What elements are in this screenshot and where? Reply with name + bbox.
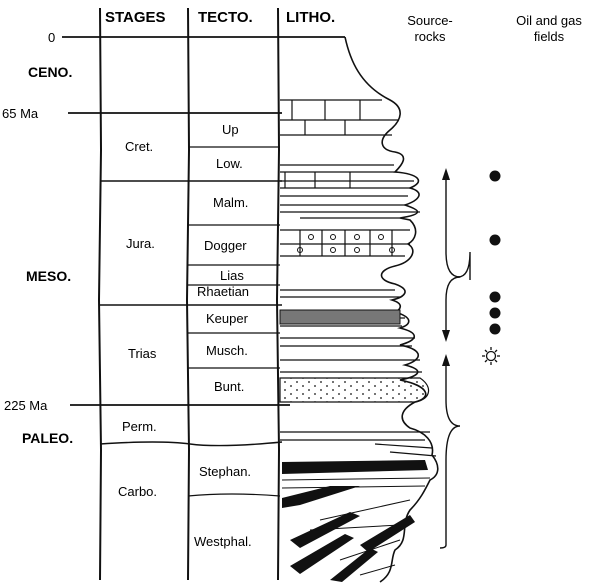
tecto-dogger: Dogger: [204, 238, 247, 253]
era-paleo: PALEO.: [22, 430, 74, 446]
source-rock-brackets: [439, 173, 471, 549]
stage-boundaries: [99, 180, 283, 447]
filled-dot-icon: [489, 234, 501, 246]
tecto-stephan: Stephan.: [199, 464, 252, 479]
oil-field-dots: [489, 170, 501, 335]
header-source-rocks-2: rocks: [414, 29, 446, 44]
stage-carbo: Carbo.: [118, 484, 158, 499]
header-source-rocks-1: Source-: [407, 13, 453, 28]
sun-icon: [482, 347, 500, 365]
tecto-boundaries: [187, 146, 281, 497]
buntsandstein-sand: [279, 377, 430, 403]
header-oil-gas-1: Oil and gas: [516, 13, 582, 28]
coal-seams: [282, 460, 428, 582]
stage-trias: Trias: [128, 346, 157, 361]
keuper-band: [279, 309, 401, 325]
header-tecto: TECTO.: [198, 9, 253, 26]
dogger-oolites: [297, 234, 395, 253]
age-lines: [62, 36, 345, 406]
tecto-bunt: Bunt.: [214, 379, 245, 394]
stage-jura: Jura.: [126, 236, 155, 251]
header-oil-gas-2: fields: [533, 29, 565, 44]
source-rock-arrows: [442, 168, 450, 366]
filled-dot-icon: [489, 307, 501, 319]
carbo-lines: [281, 477, 431, 576]
era-meso: MESO.: [26, 268, 72, 284]
tecto-westphal: Westphal.: [194, 534, 252, 549]
column-lines: [97, 7, 281, 581]
tecto-musch: Musch.: [206, 343, 248, 358]
tecto-keuper: Keuper: [206, 311, 248, 326]
filled-dot-icon: [489, 291, 501, 303]
tecto-low: Low.: [216, 156, 243, 171]
tecto-lias: Lias: [220, 268, 244, 283]
age-65: 65 Ma: [2, 106, 39, 121]
stage-perm: Perm.: [122, 419, 157, 434]
age-zero: 0: [48, 30, 56, 45]
lithology-internal-lines: [280, 99, 437, 457]
filled-dot-icon: [489, 170, 501, 182]
age-225: 225 Ma: [4, 398, 48, 413]
tecto-up: Up: [222, 122, 239, 137]
stage-cret: Cret.: [125, 139, 154, 154]
header-litho: LITHO.: [286, 9, 336, 26]
tecto-malm: Malm.: [213, 195, 249, 210]
filled-dot-icon: [489, 323, 501, 335]
era-ceno: CENO.: [28, 64, 73, 80]
tecto-rhaetian: Rhaetian: [197, 284, 250, 299]
header-stages: STAGES: [105, 9, 166, 26]
